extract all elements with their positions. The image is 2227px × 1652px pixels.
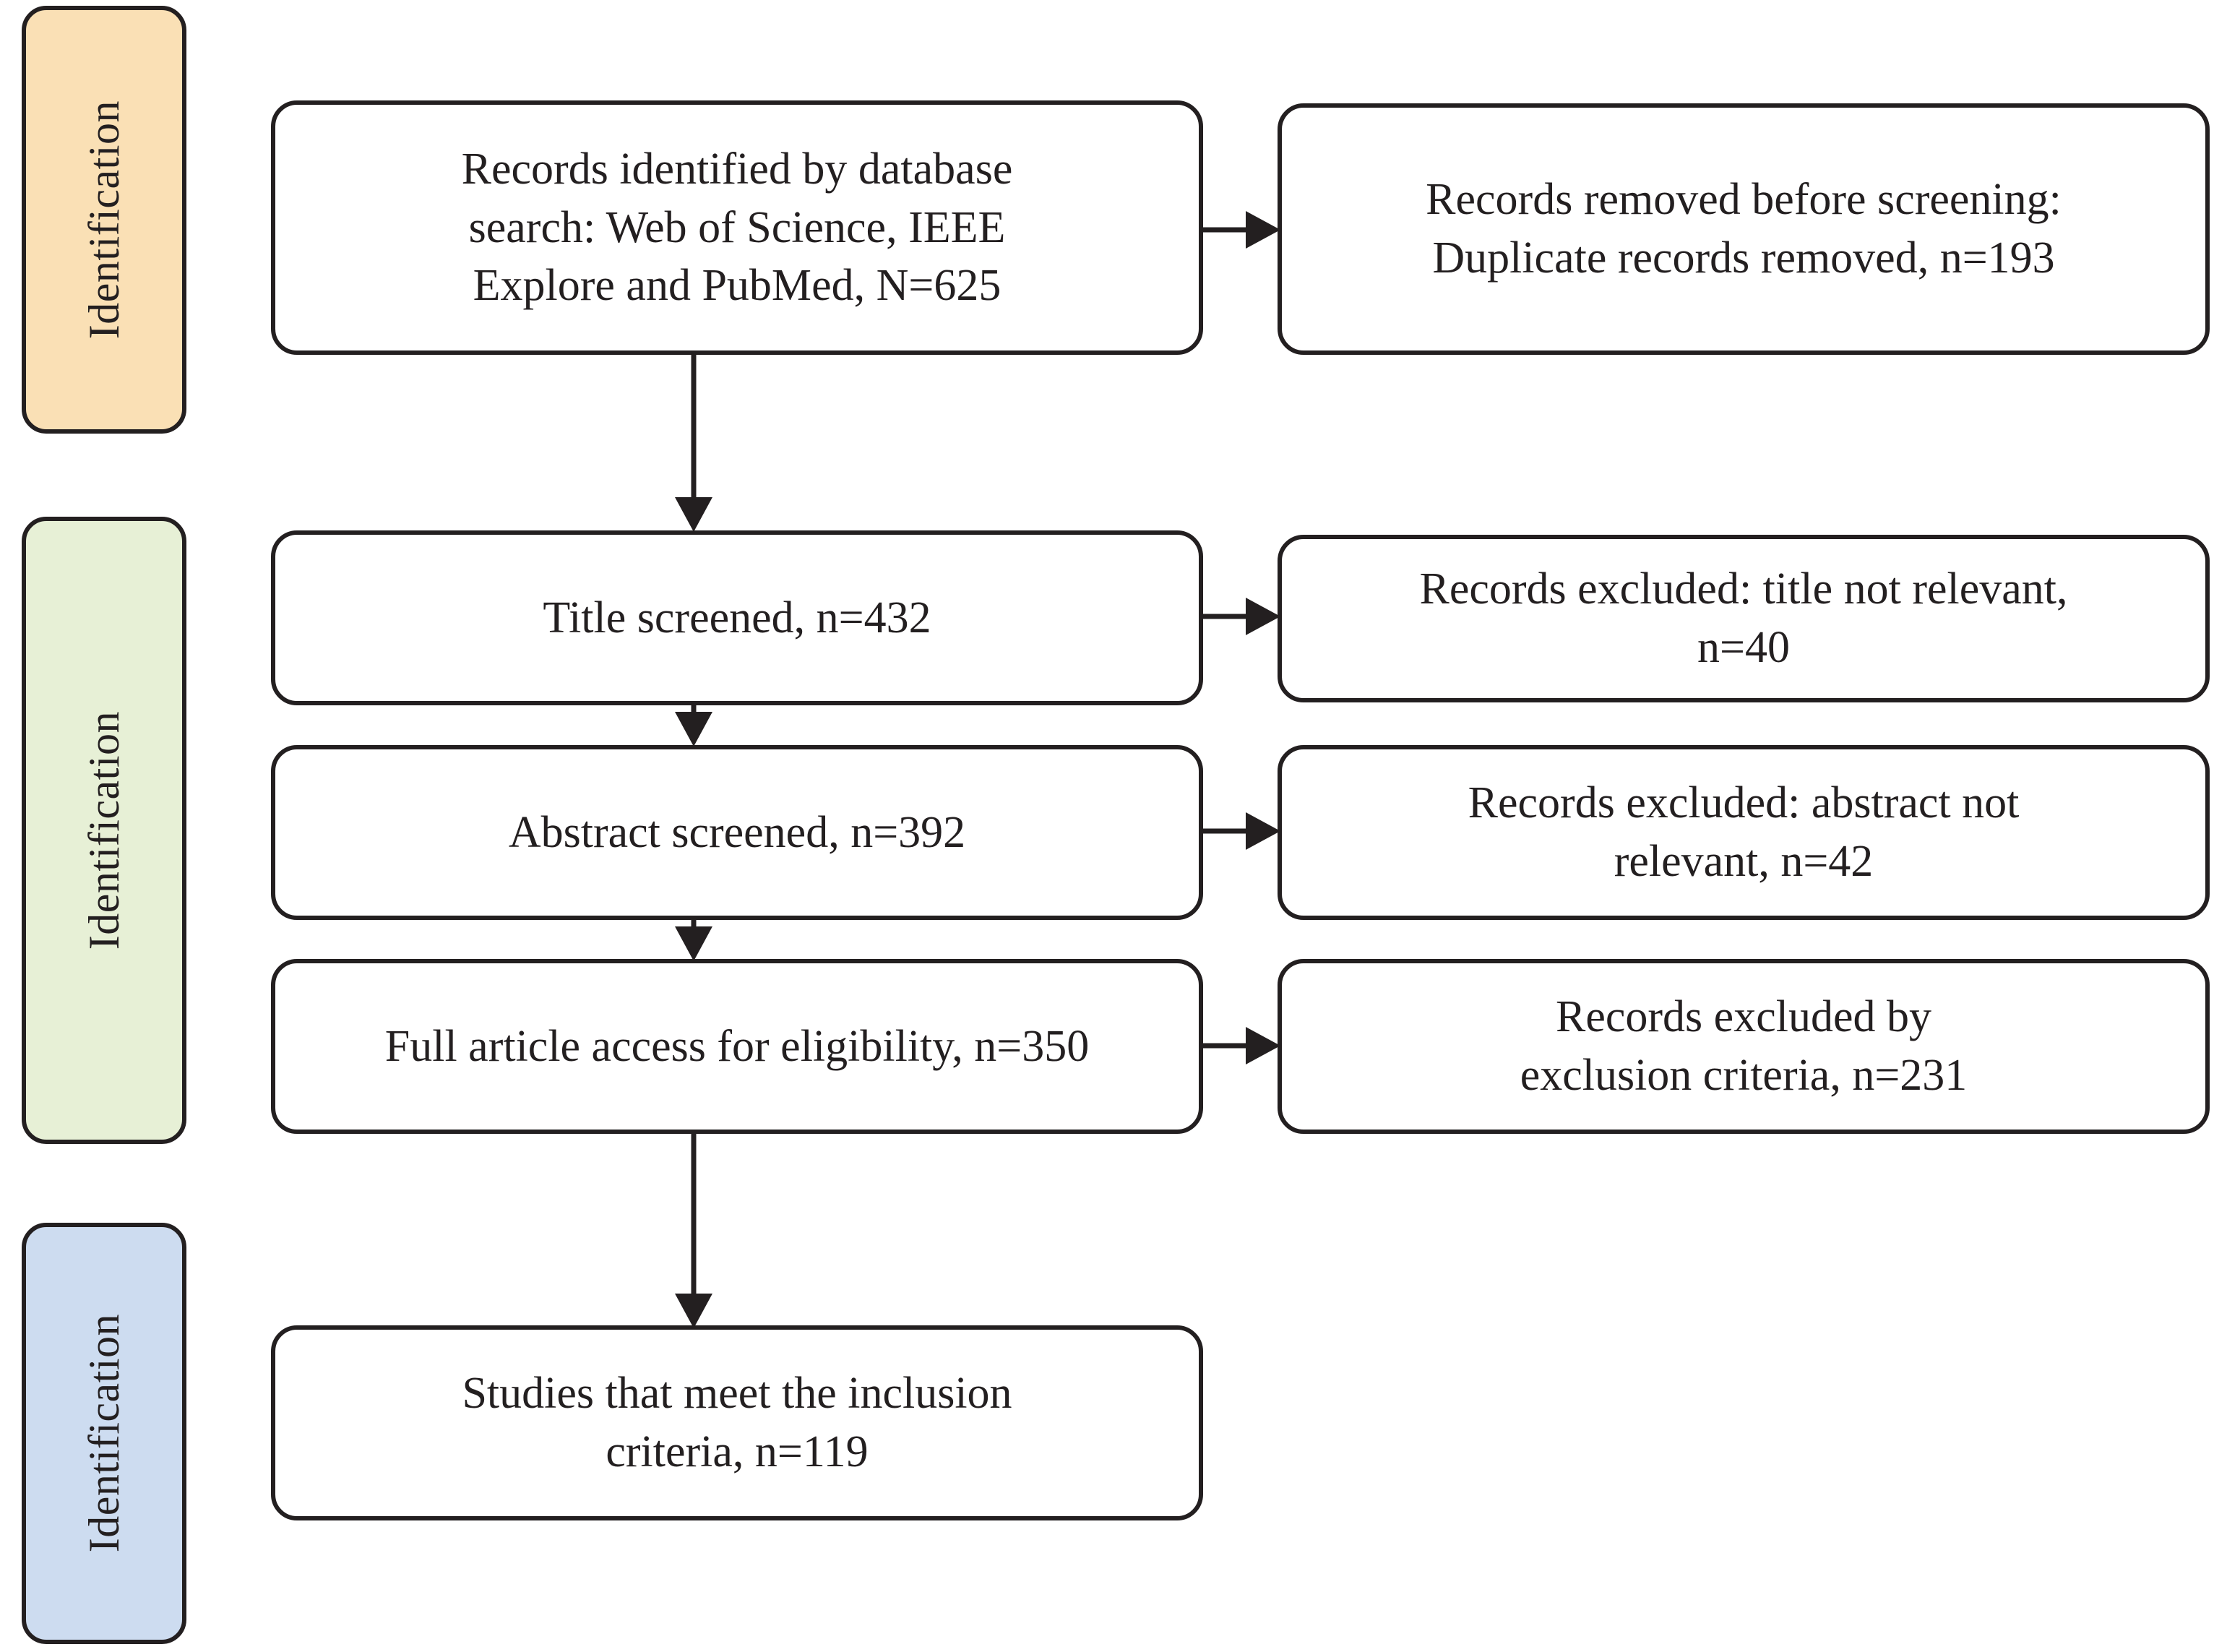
flow-box-text: Title screened, n=432 xyxy=(543,593,931,642)
connector-arrow-fullarticle-to-studies xyxy=(675,1132,712,1328)
connector-arrow-identified-to-title xyxy=(675,353,712,532)
flow-box-excluded-title: Records excluded: title not relevant, n=… xyxy=(1278,535,2210,702)
flow-box-text: Records excluded: abstract not relevant,… xyxy=(1468,778,2020,886)
connector-arrow-title-to-excluded-title xyxy=(1201,598,1280,635)
flow-box-excluded-criteria: Records excluded by exclusion criteria, … xyxy=(1278,959,2210,1134)
flow-box-text: Records identified by database search: W… xyxy=(461,145,1013,311)
stage-label-stage-identification-1: Identification xyxy=(22,6,186,434)
connector-arrow-abstract-to-excluded-abstract xyxy=(1201,812,1280,850)
stage-label-stage-identification-3: Identification xyxy=(22,1223,186,1644)
stage-label-text: Identification xyxy=(80,1314,128,1553)
stage-label-text: Identification xyxy=(80,710,128,950)
flow-box-studies-included: Studies that meet the inclusion criteria… xyxy=(271,1325,1203,1520)
flow-box-title-screened: Title screened, n=432 xyxy=(271,530,1203,705)
stage-label-stage-identification-2: Identification xyxy=(22,517,186,1144)
stage-label-text: Identification xyxy=(80,100,128,340)
flow-box-excluded-abstract: Records excluded: abstract not relevant,… xyxy=(1278,745,2210,920)
flow-box-text: Records excluded: title not relevant, n=… xyxy=(1419,564,2068,672)
flow-box-records-removed: Records removed before screening: Duplic… xyxy=(1278,103,2210,355)
flow-box-text: Studies that meet the inclusion criteria… xyxy=(462,1369,1012,1476)
flow-box-text: Full article access for eligibility, n=3… xyxy=(384,1021,1090,1071)
flow-box-text: Abstract screened, n=392 xyxy=(508,807,966,857)
flow-box-text: Records removed before screening: Duplic… xyxy=(1426,175,2062,283)
connector-arrow-title-to-abstract xyxy=(675,703,712,747)
flow-box-abstract-screened: Abstract screened, n=392 xyxy=(271,745,1203,920)
flow-box-text: Records excluded by exclusion criteria, … xyxy=(1520,992,1968,1100)
flow-box-records-identified: Records identified by database search: W… xyxy=(271,100,1203,355)
connector-arrow-fullarticle-to-excluded-criteria xyxy=(1201,1027,1280,1064)
connector-arrow-identified-to-removed xyxy=(1201,211,1280,249)
flow-box-full-article-access: Full article access for eligibility, n=3… xyxy=(271,959,1203,1134)
connector-arrow-abstract-to-fullarticle xyxy=(675,918,712,961)
